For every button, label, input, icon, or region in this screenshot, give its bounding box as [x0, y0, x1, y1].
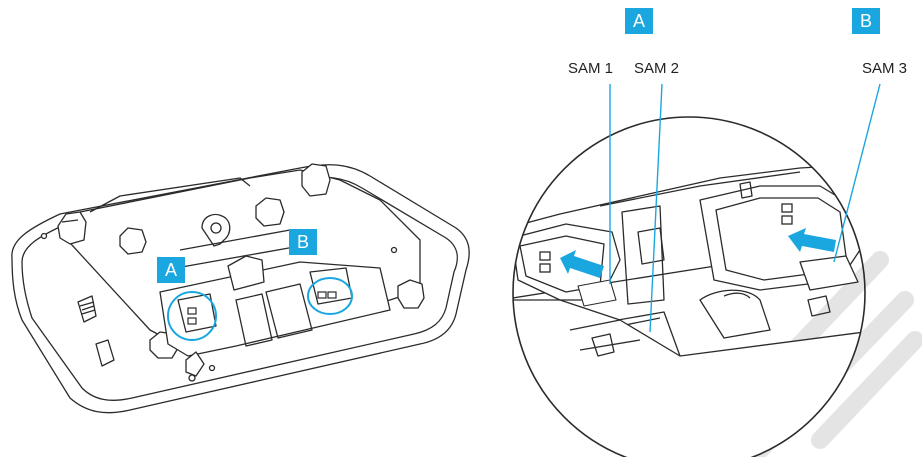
device-underside	[12, 164, 469, 413]
slot-a-tag-detail: A	[625, 8, 653, 34]
sam3-leader	[834, 84, 880, 262]
sam3-label: SAM 3	[862, 60, 907, 77]
sam2-label: SAM 2	[634, 60, 679, 77]
slot-a-tag-left: A	[157, 257, 185, 283]
slot-b-tag-detail: B	[852, 8, 880, 34]
slot-b-tag-left: B	[289, 229, 317, 255]
sam1-label: SAM 1	[568, 60, 613, 77]
detail-magnifier	[500, 117, 880, 457]
